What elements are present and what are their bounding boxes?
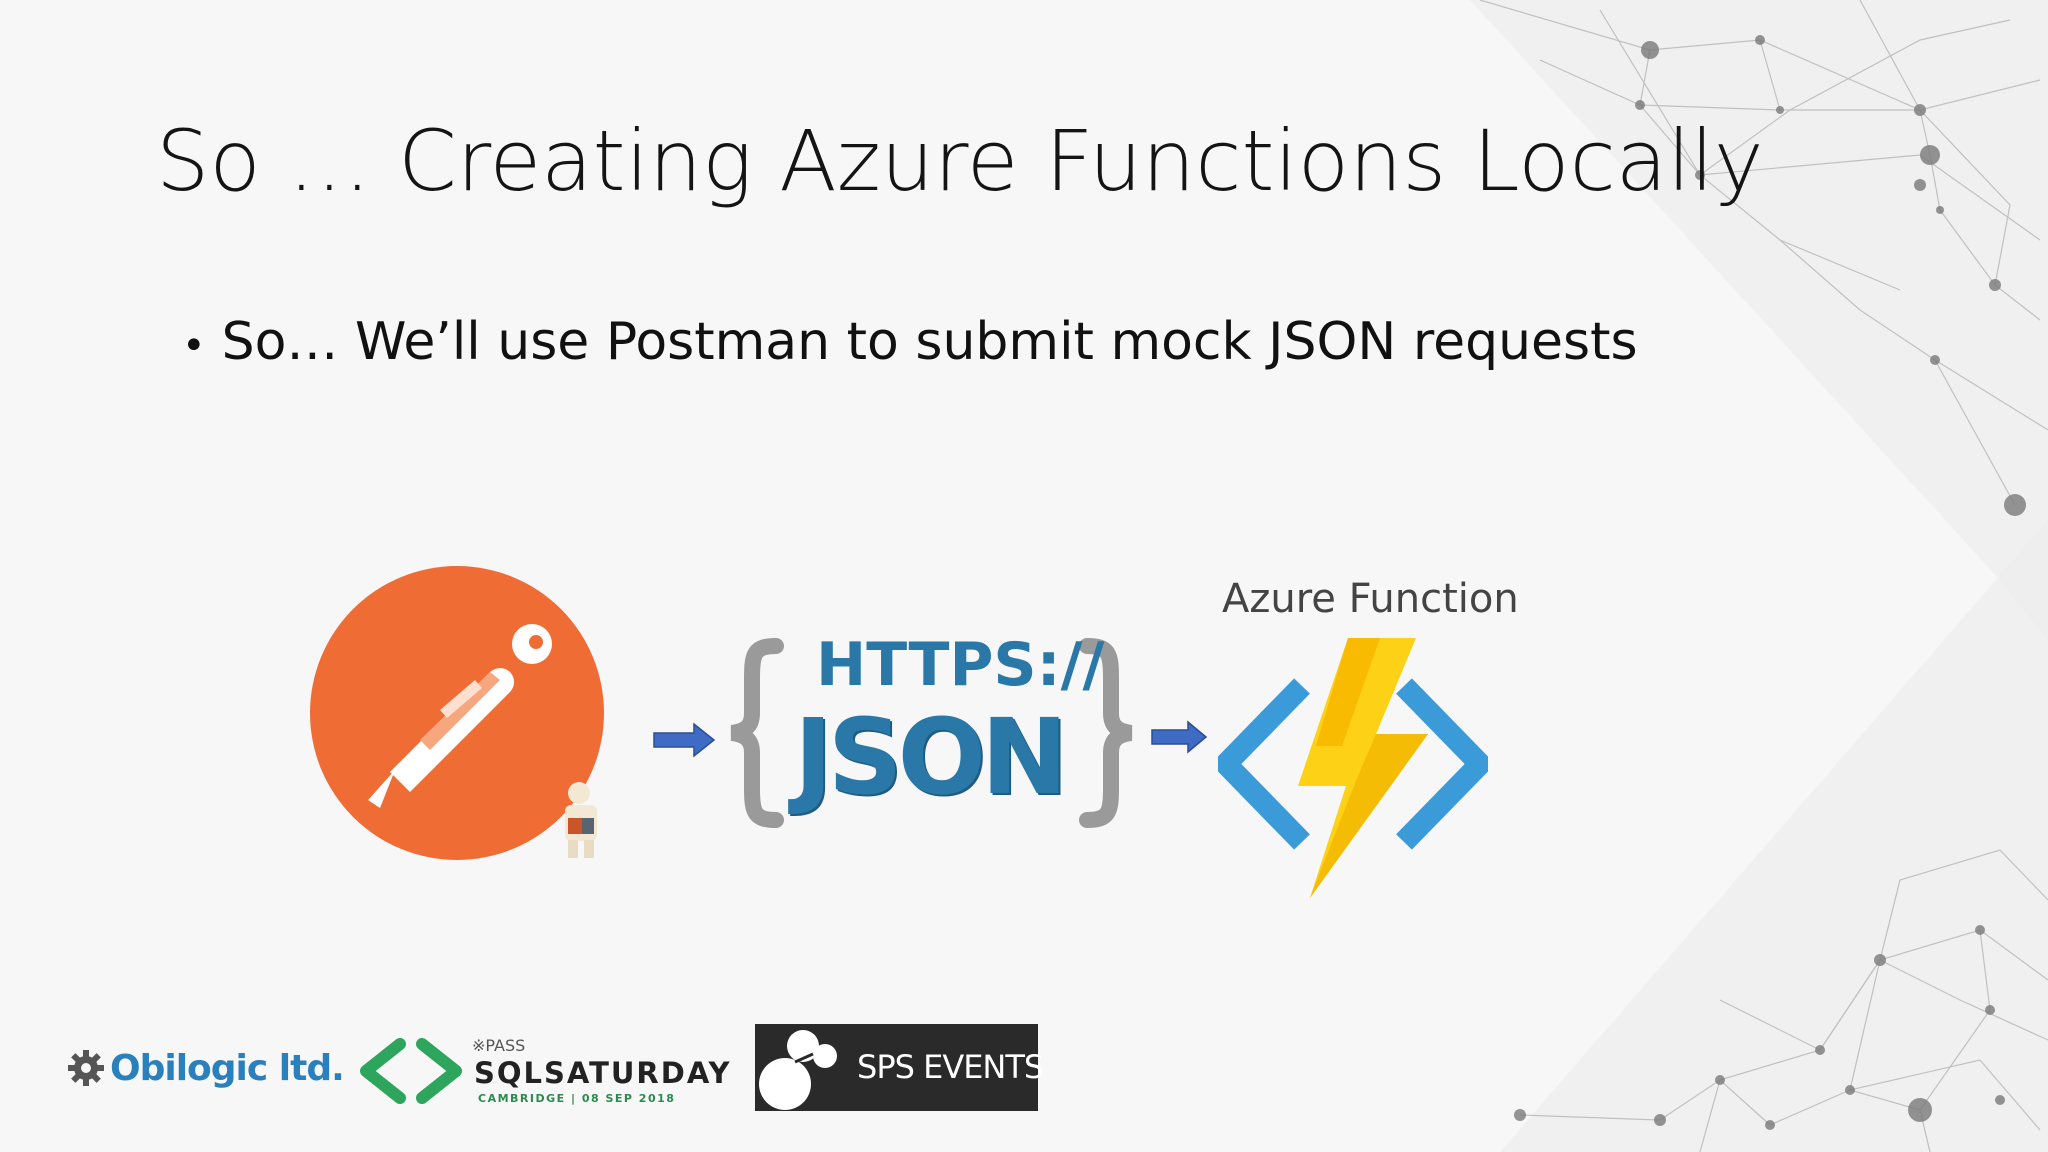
slide-title: So … Creating Azure Functions Locally xyxy=(156,112,1764,210)
bullet-dot: • xyxy=(182,323,206,369)
postman-logo-icon xyxy=(300,560,620,880)
bullet-item: • So… We’ll use Postman to submit mock JS… xyxy=(182,312,1638,372)
sqlsaturday-chevrons-icon xyxy=(356,1038,468,1104)
left-brace-icon xyxy=(724,638,784,828)
json-graphic: HTTPS:// JSON xyxy=(724,620,1154,840)
sps-events-text: SPS EVENTS xyxy=(857,1048,1043,1086)
obilogic-text: Obilogic ltd. xyxy=(110,1048,344,1089)
json-text: JSON xyxy=(794,696,1063,818)
gear-icon xyxy=(66,1048,106,1088)
pass-text: ※PASS xyxy=(472,1036,525,1055)
azure-function-label: Azure Function xyxy=(1222,576,1519,622)
arrow-right-icon-2 xyxy=(1150,720,1208,754)
azure-function-logo-icon xyxy=(1218,636,1488,902)
bullet-text: So… We’ll use Postman to submit mock JSO… xyxy=(222,312,1638,372)
sps-events-logo: SPS EVENTS xyxy=(755,1024,1038,1111)
sqlsaturday-text: SQLSATURDAY xyxy=(474,1056,732,1090)
obilogic-logo: Obilogic ltd. xyxy=(66,1040,344,1096)
sqlsaturday-logo: ※PASS SQLSATURDAY CAMBRIDGE | 08 SEP 201… xyxy=(356,1030,701,1110)
arrow-right-icon xyxy=(652,722,716,758)
sqlsaturday-subtitle: CAMBRIDGE | 08 SEP 2018 xyxy=(478,1092,675,1105)
https-text: HTTPS:// xyxy=(816,630,1104,700)
sps-bubbles-icon xyxy=(755,1024,855,1111)
